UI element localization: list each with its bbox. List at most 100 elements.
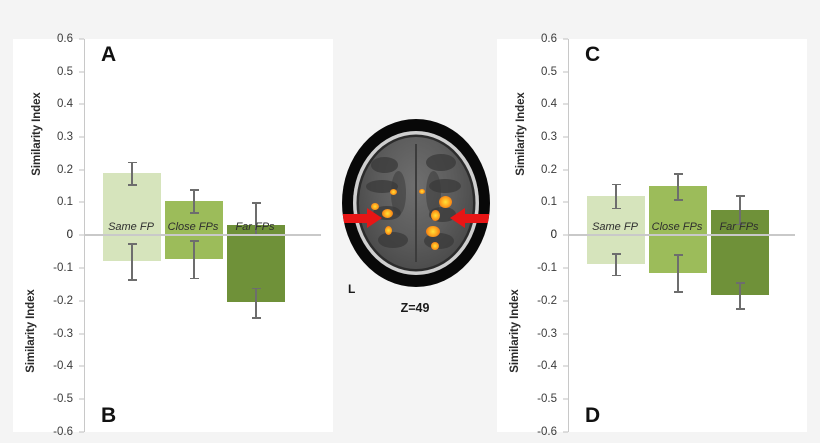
brain-hemisphere-label: L [348, 282, 356, 296]
error-bar [677, 172, 679, 200]
y-tick-mark [563, 169, 568, 171]
bar-group[interactable] [227, 39, 285, 250]
zero-axis-line [85, 234, 321, 236]
y-tick-mark [563, 300, 568, 302]
y-tick-mark [79, 333, 84, 334]
error-bar-cap [735, 308, 745, 310]
error-bar-cap [189, 277, 199, 280]
activation-blob [370, 203, 379, 210]
error-bar [193, 189, 195, 213]
y-tick-mark [563, 234, 568, 236]
bar-group[interactable] [711, 235, 769, 432]
error-bar [739, 195, 741, 224]
y-tick-mark [79, 365, 84, 367]
error-bar-cap [189, 189, 199, 191]
brain-slice-block: L Z=49 [333, 39, 497, 432]
bar-group[interactable] [165, 39, 223, 235]
y-tick-label: 0.3 [57, 131, 73, 143]
y-tick-label: -0.4 [537, 360, 557, 373]
y-tick-mark [563, 267, 568, 269]
y-tick-mark [563, 398, 568, 400]
y-tick-mark [79, 398, 84, 400]
y-tick-label: 0.1 [57, 196, 73, 209]
chart-c-panel-letter: C [585, 43, 601, 66]
activation-blob [384, 226, 392, 236]
activation-blob [431, 210, 441, 222]
error-bar-cap [127, 161, 137, 164]
error-bar-cap [735, 195, 745, 198]
error-bar-cap [611, 253, 621, 255]
bar-group[interactable] [649, 235, 707, 432]
bar-group[interactable] [587, 235, 645, 432]
brain-midline [415, 143, 417, 263]
chart-d-bars [569, 235, 795, 432]
y-tick-label: -0.3 [53, 327, 73, 340]
activation-blob [438, 195, 452, 208]
error-bar-cap [127, 184, 137, 186]
y-tick-mark [563, 333, 568, 334]
error-bar-cap [251, 317, 261, 319]
y-tick-mark [563, 136, 568, 138]
y-tick-label: -0.2 [53, 294, 73, 307]
error-bar-cap [189, 240, 199, 242]
error-bar-cap [251, 202, 261, 204]
chart-c-plot-area [568, 39, 795, 236]
pointer-arrow-right [450, 208, 490, 228]
y-tick-mark [563, 103, 568, 105]
bar-group[interactable] [227, 235, 285, 432]
bar-group[interactable] [711, 39, 769, 235]
bar-group[interactable] [165, 235, 223, 432]
error-bar [739, 281, 741, 309]
bar-group[interactable] [587, 39, 645, 235]
bar-group[interactable] [103, 235, 161, 432]
y-tick-label: -0.5 [537, 393, 557, 406]
error-bar-cap [611, 183, 621, 186]
error-bar-cap [611, 274, 621, 277]
chart-b-panel-letter: B [101, 404, 117, 427]
y-tick-mark [563, 365, 568, 367]
error-bar-cap [673, 172, 683, 175]
error-bar [615, 183, 617, 208]
y-tick-mark [79, 136, 84, 138]
error-bar-cap [735, 223, 745, 226]
activation-blob [381, 208, 393, 218]
y-tick-mark [79, 71, 84, 73]
y-tick-label: 0 [550, 229, 557, 241]
chart-d-panel-letter: D [585, 404, 601, 427]
y-tick-label: 0.4 [57, 98, 73, 111]
y-tick-mark [79, 38, 84, 40]
y-tick-label: -0.4 [53, 360, 73, 373]
y-tick-label: -0.3 [537, 327, 557, 340]
brain-slice-label: Z=49 [400, 301, 430, 315]
activation-blob [389, 188, 397, 195]
zero-axis-line [569, 234, 795, 236]
bar-group[interactable] [649, 39, 707, 235]
chart-b: Similarity Index 0-0.1-0.2-0.3-0.4-0.5-0… [13, 229, 333, 438]
brain-axial-slice-image [342, 119, 490, 287]
bar-group[interactable] [103, 39, 161, 235]
y-tick-mark [79, 234, 84, 236]
brain-cortex [353, 131, 479, 275]
y-tick-mark [563, 71, 568, 73]
y-tick-label: 0.2 [541, 163, 557, 176]
y-tick-label: 0.5 [541, 65, 557, 78]
chart-d-plot-area [568, 234, 795, 432]
error-bar [255, 287, 257, 318]
category-label: Far FPs [235, 221, 275, 233]
activation-blob [426, 226, 441, 238]
y-tick-mark [563, 38, 568, 40]
category-label: Close FPs [167, 221, 219, 233]
y-tick-label: 0.5 [57, 65, 73, 78]
y-tick-mark [79, 201, 84, 203]
y-tick-mark [79, 169, 84, 171]
y-tick-label: 0 [66, 229, 73, 241]
error-bar-cap [673, 199, 683, 201]
error-bar-cap [127, 279, 137, 281]
error-bar-cap [189, 212, 199, 214]
category-label: Far FPs [719, 221, 759, 233]
